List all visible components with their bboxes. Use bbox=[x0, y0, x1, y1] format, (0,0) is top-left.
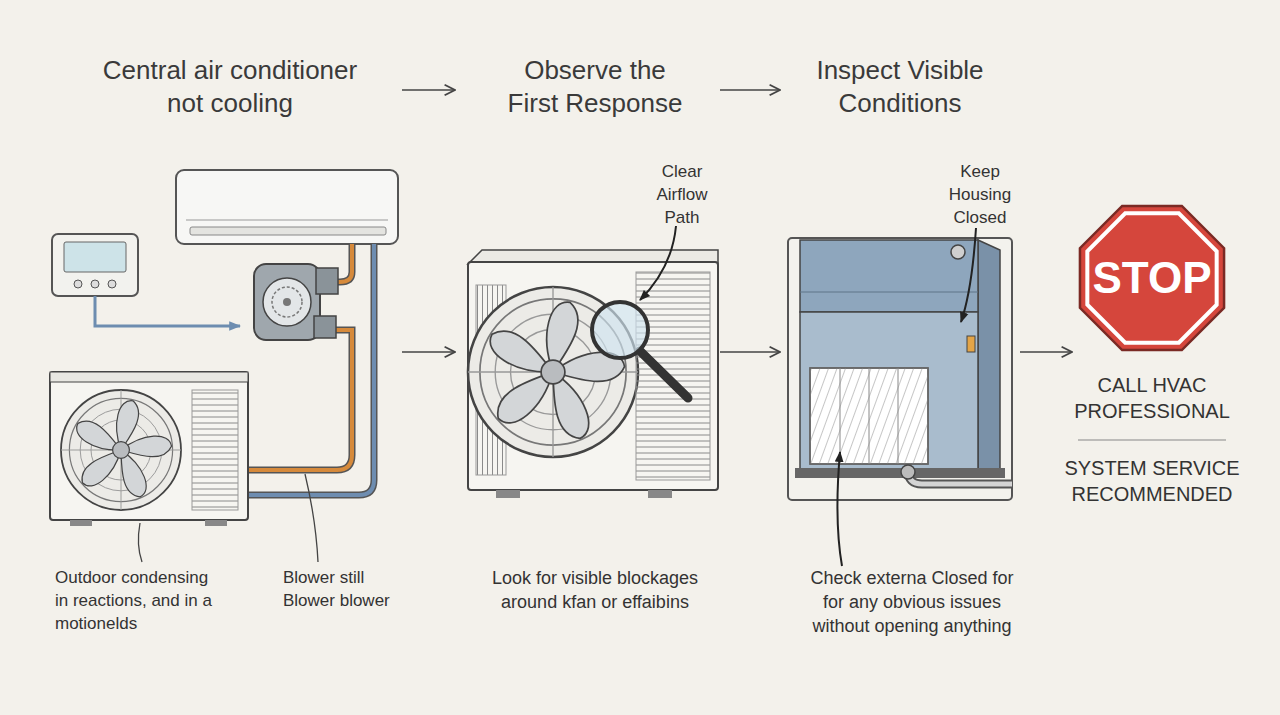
separator-rule bbox=[1078, 439, 1226, 440]
unit-foot bbox=[205, 520, 227, 526]
indoor-unit-vent bbox=[190, 227, 386, 235]
inspect-step: Inspect Visible ConditionsCheck externa … bbox=[780, 50, 1020, 650]
blower-wheel bbox=[263, 278, 311, 326]
drain-fitting bbox=[901, 465, 915, 479]
coil-louvers bbox=[636, 272, 710, 480]
thermostat bbox=[52, 234, 138, 296]
blower-outlet bbox=[314, 316, 336, 338]
unit-foot bbox=[496, 490, 520, 498]
filter-frame bbox=[898, 368, 899, 464]
cabinet-base bbox=[795, 468, 1005, 478]
outdoor-unit bbox=[50, 372, 248, 526]
cabinet-upper bbox=[800, 240, 978, 312]
cabinet-knob bbox=[951, 245, 965, 259]
air-handler bbox=[788, 238, 1012, 500]
flow-arrow bbox=[720, 351, 780, 353]
outdoor-unit bbox=[468, 250, 718, 498]
unit-foot bbox=[70, 520, 92, 526]
callout-arrow bbox=[961, 228, 976, 322]
filter-frame bbox=[840, 368, 841, 464]
refrigerant-pipe bbox=[248, 330, 352, 470]
callout-label: Clear Airflow Path bbox=[640, 160, 724, 229]
blower bbox=[254, 264, 338, 340]
observe-step: Observe the First ResponseLook for visib… bbox=[455, 50, 720, 650]
thermostat-screen bbox=[64, 242, 126, 272]
callout-label: Keep Housing Closed bbox=[938, 160, 1022, 229]
filter-frame bbox=[869, 368, 870, 464]
thermostat-button bbox=[108, 280, 116, 288]
flow-arrow bbox=[1020, 351, 1072, 353]
pipe-outline bbox=[248, 330, 352, 470]
step-heading: Central air conditioner not cooling bbox=[88, 54, 372, 120]
magnifier-handle bbox=[640, 351, 688, 398]
step-heading: Inspect Visible Conditions bbox=[800, 54, 1000, 120]
outdoor-unit-body bbox=[50, 372, 248, 520]
blower-vanes bbox=[272, 287, 302, 317]
thermostat-button bbox=[74, 280, 82, 288]
control-wire bbox=[95, 296, 240, 326]
cabinet-lower bbox=[800, 312, 978, 470]
cabinet-side bbox=[978, 240, 1000, 470]
filter-media bbox=[810, 368, 928, 464]
unit-foot bbox=[648, 490, 672, 498]
step-caption: Look for visible blockages around kfan o… bbox=[472, 566, 718, 614]
stop-word: STOP bbox=[1072, 198, 1232, 358]
step-heading: Observe the First Response bbox=[500, 54, 690, 120]
callout-arrow bbox=[837, 452, 842, 566]
indoor-unit-body bbox=[176, 170, 398, 244]
coil-louvers bbox=[192, 390, 238, 510]
thermostat-body bbox=[52, 234, 138, 296]
blower-outlet bbox=[316, 268, 338, 294]
stop-sign: STOPCALL HVAC PROFESSIONALSYSTEM SERVICE… bbox=[1072, 198, 1232, 358]
flow-arrow bbox=[402, 351, 455, 353]
panel-latch bbox=[967, 336, 975, 352]
magnifier-lens bbox=[592, 302, 648, 358]
leader-line bbox=[305, 474, 318, 562]
drain-pipe-outline bbox=[908, 470, 1012, 484]
action-text: CALL HVAC PROFESSIONAL bbox=[1062, 372, 1242, 424]
outdoor-unit-top bbox=[50, 372, 248, 382]
magnifier bbox=[592, 302, 688, 398]
blower-hub bbox=[283, 298, 291, 306]
leader-line bbox=[138, 523, 142, 562]
action-text: SYSTEM SERVICE RECOMMENDED bbox=[1062, 455, 1242, 507]
pipe-outline bbox=[248, 244, 374, 495]
indoor-unit bbox=[176, 170, 398, 244]
callout-label: Outdoor condensing in reactions, and in … bbox=[55, 566, 225, 635]
callout-label: Blower still Blower blower bbox=[283, 566, 408, 612]
callout-arrow bbox=[640, 226, 676, 300]
cabinet-seam bbox=[800, 292, 978, 293]
step-caption: Check externa Closed for for any obvious… bbox=[803, 566, 1021, 638]
outdoor-unit-body bbox=[468, 262, 718, 490]
drain-pipe bbox=[908, 470, 1012, 484]
connectors bbox=[402, 90, 1072, 352]
blower-housing bbox=[254, 264, 320, 340]
refrigerant-pipe bbox=[248, 244, 374, 495]
thermostat-button bbox=[91, 280, 99, 288]
indoor-unit-seam bbox=[186, 220, 388, 221]
fan-grille bbox=[61, 390, 181, 510]
flow-arrow bbox=[720, 89, 780, 91]
start-step: Central air conditioner not cooling bbox=[40, 50, 402, 650]
air-filter bbox=[810, 368, 928, 464]
flow-arrow bbox=[402, 89, 455, 91]
panel-frame bbox=[788, 238, 1012, 500]
